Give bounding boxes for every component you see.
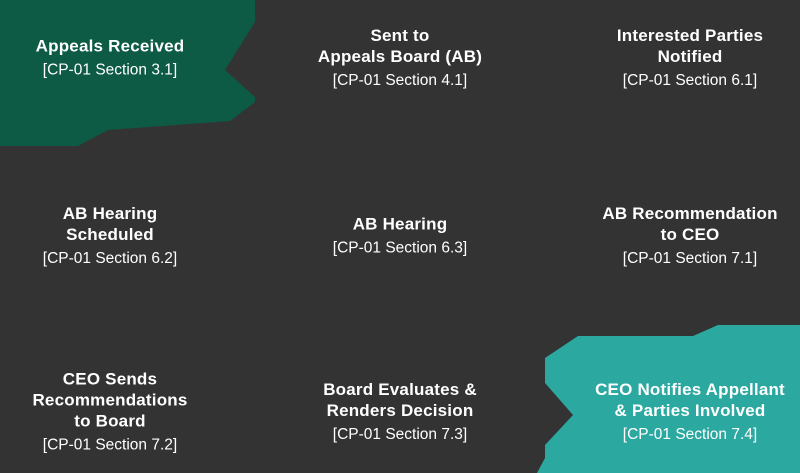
step-title: AB Recommendation to CEO <box>602 204 778 244</box>
step-section-ref: [CP-01 Section 7.4] <box>622 426 758 443</box>
step-section-ref: [CP-01 Section 7.1] <box>622 250 758 267</box>
step-interested-parties-notified: Interested Parties Notified [CP-01 Secti… <box>574 25 800 91</box>
step-title: Appeals Received <box>35 36 185 56</box>
start-step-ribbon-shape <box>0 0 255 146</box>
step-board-evaluates-decision: Board Evaluates & Renders Decision [CP-0… <box>284 379 516 445</box>
step-title: Sent to Appeals Board (AB) <box>317 26 483 66</box>
step-section-ref: [CP-01 Section 4.1] <box>332 72 468 89</box>
step-title: AB Hearing Scheduled <box>62 204 158 244</box>
end-step-ribbon-shape <box>537 325 800 473</box>
step-title: CEO Notifies Appellant & Parties Involve… <box>595 380 785 420</box>
step-section-ref: [CP-01 Section 6.3] <box>332 239 468 257</box>
step-section-ref: [CP-01 Section 6.1] <box>622 72 758 89</box>
step-ab-hearing: AB Hearing [CP-01 Section 6.3] <box>284 214 516 259</box>
step-sent-to-appeals-board: Sent to Appeals Board (AB) [CP-01 Sectio… <box>284 25 516 91</box>
step-title: Board Evaluates & Renders Decision <box>323 380 477 420</box>
step-title: CEO Sends Recommendations to Board <box>32 369 188 431</box>
step-section-ref: [CP-01 Section 3.1] <box>42 61 178 79</box>
step-title: Interested Parties Notified <box>616 26 764 66</box>
step-title: AB Hearing <box>352 214 448 234</box>
step-ab-hearing-scheduled: AB Hearing Scheduled [CP-01 Section 6.2] <box>0 203 226 269</box>
step-appeals-received: Appeals Received [CP-01 Section 3.1] <box>0 36 226 81</box>
step-ab-recommendation-to-ceo: AB Recommendation to CEO [CP-01 Section … <box>574 203 800 269</box>
step-section-ref: [CP-01 Section 6.2] <box>42 250 178 267</box>
step-ceo-sends-recommendations: CEO Sends Recommendations to Board [CP-0… <box>0 369 226 456</box>
step-section-ref: [CP-01 Section 7.3] <box>332 426 468 443</box>
step-section-ref: [CP-01 Section 7.2] <box>42 436 178 454</box>
step-ceo-notifies-appellant: CEO Notifies Appellant & Parties Involve… <box>574 379 800 445</box>
